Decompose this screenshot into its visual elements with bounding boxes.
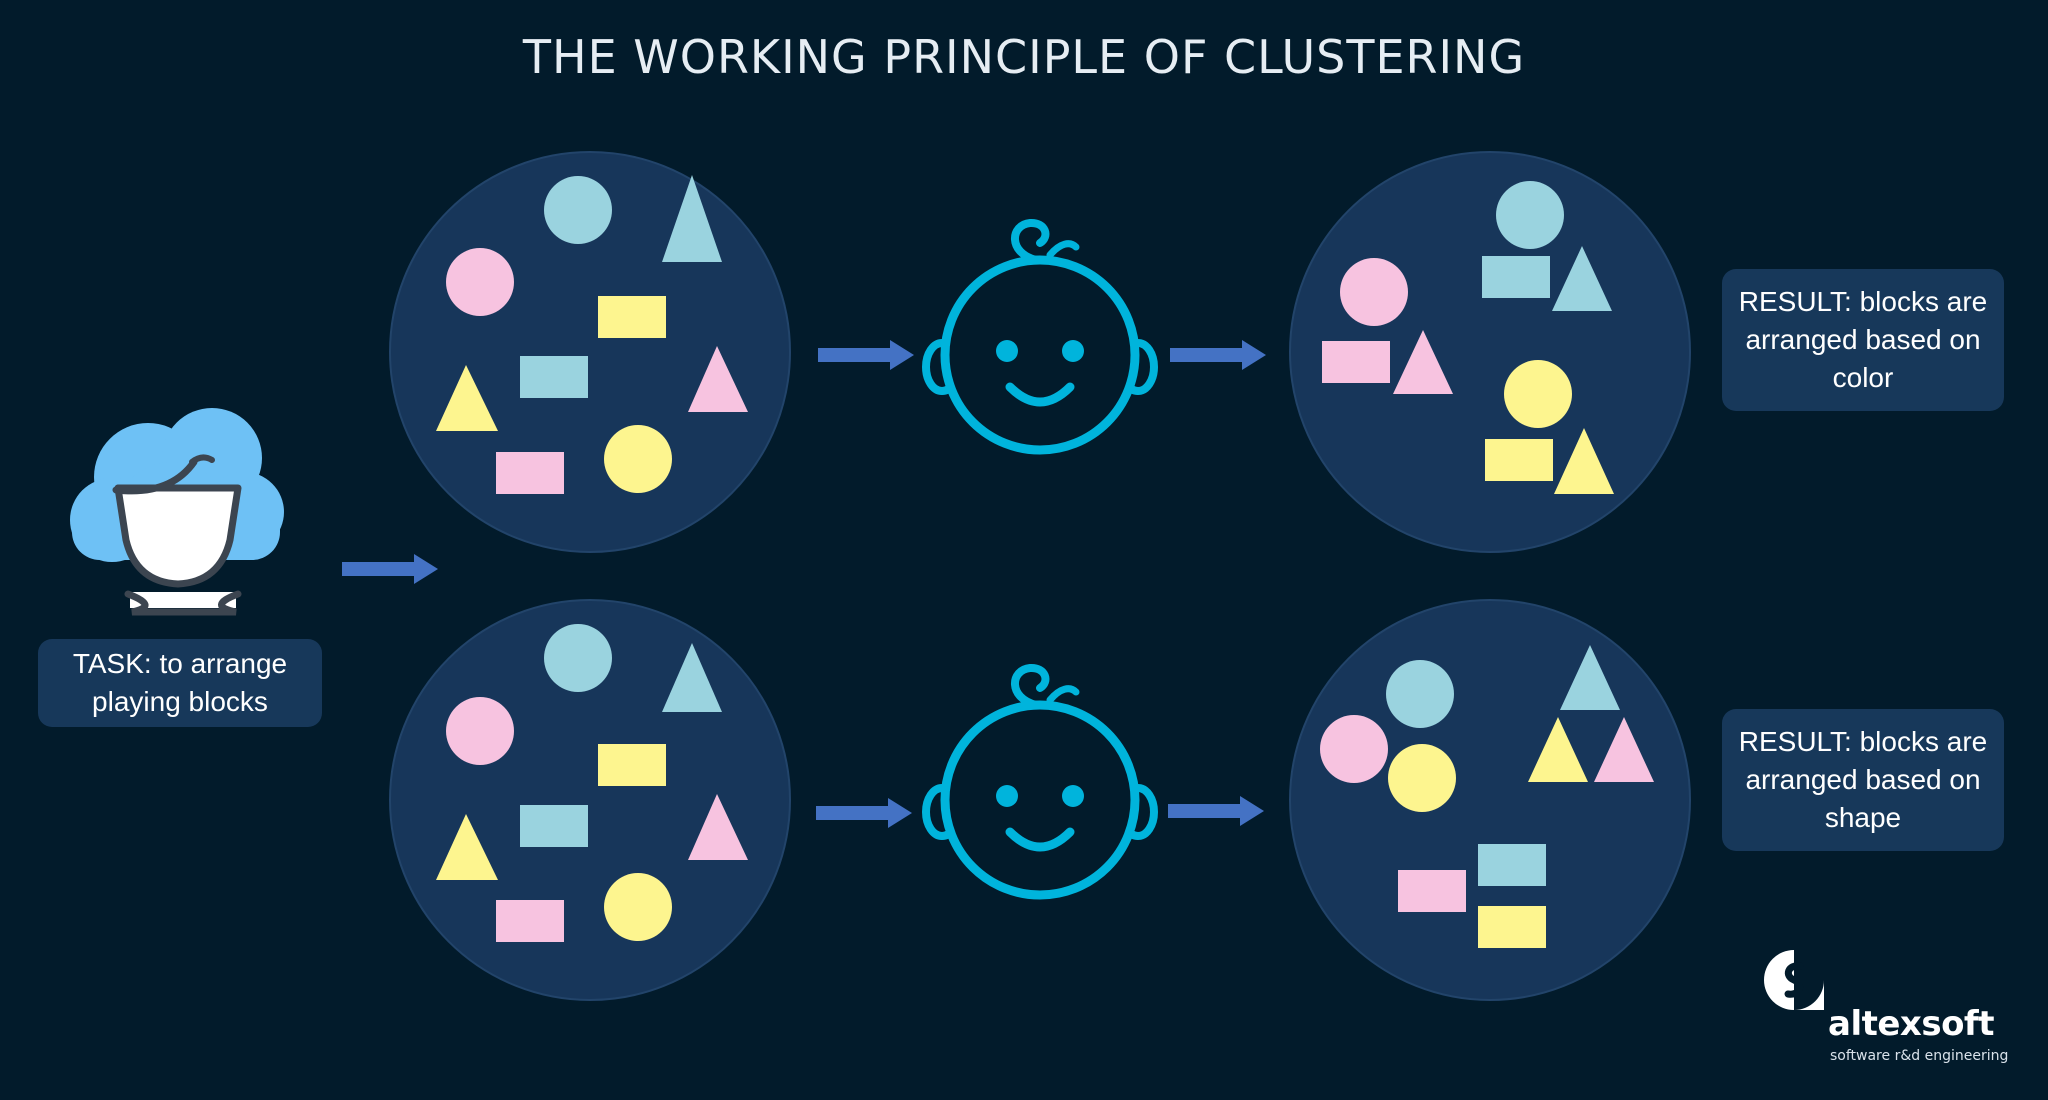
block-rect-pink xyxy=(496,452,564,494)
result-shape-label: RESULT: blocks are arranged based on sha… xyxy=(1722,709,2004,851)
block-triangle-pink xyxy=(1393,330,1453,394)
altexsoft-logo: altexsoft software r&d engineering xyxy=(1756,948,2009,1068)
logo-mark-icon xyxy=(1764,950,1824,1010)
block-rect-yellow xyxy=(1485,439,1553,481)
result-line-1: RESULT: blocks are xyxy=(1738,286,1988,317)
block-triangle-blue xyxy=(1560,645,1620,710)
block-rect-yellow xyxy=(1478,906,1546,948)
block-rect-blue xyxy=(520,356,588,398)
block-rect-yellow xyxy=(598,296,666,338)
block-rect-blue xyxy=(520,805,588,847)
block-circle-yellow xyxy=(604,873,672,941)
block-circle-yellow xyxy=(1504,360,1572,428)
block-rect-pink xyxy=(1398,870,1466,912)
block-circle-pink xyxy=(446,697,514,765)
block-circle-pink xyxy=(1320,715,1388,783)
arrow-icon xyxy=(342,554,438,584)
block-triangle-yellow xyxy=(1554,428,1614,494)
block-circle-blue xyxy=(544,176,612,244)
block-triangle-blue xyxy=(662,175,722,262)
block-triangle-yellow xyxy=(1528,717,1588,782)
block-rect-blue xyxy=(1478,844,1546,886)
task-label: TASK: to arrange playing blocks xyxy=(38,639,322,727)
block-triangle-blue xyxy=(662,643,722,712)
page-title: THE WORKING PRINCIPLE OF CLUSTERING xyxy=(522,30,1526,84)
shape-clusters-circle xyxy=(1289,599,1691,1001)
task-line-1: TASK: to arrange xyxy=(72,648,288,679)
block-circle-blue xyxy=(544,624,612,692)
baby-face-icon xyxy=(926,668,1154,895)
arrow-icon xyxy=(1168,796,1264,826)
block-triangle-pink xyxy=(1594,717,1654,782)
block-rect-yellow xyxy=(598,744,666,786)
block-circle-pink xyxy=(1340,258,1408,326)
block-triangle-blue xyxy=(1552,246,1612,311)
arrow-icon xyxy=(818,340,914,370)
color-clusters-circle xyxy=(1289,151,1691,553)
result-line-2: arranged based on xyxy=(1745,764,1981,795)
task-line-2: playing blocks xyxy=(92,686,268,717)
block-rect-pink xyxy=(496,900,564,942)
result-line-2: arranged based on xyxy=(1745,324,1981,355)
block-circle-pink xyxy=(446,248,514,316)
result-color-label: RESULT: blocks are arranged based on col… xyxy=(1722,269,2004,411)
logo-name: altexsoft xyxy=(1828,1004,1994,1044)
baby-face-icon xyxy=(926,223,1154,450)
block-triangle-pink xyxy=(688,346,748,412)
mixed-blocks-circle xyxy=(389,599,791,1001)
arrow-icon xyxy=(816,798,912,828)
block-triangle-yellow xyxy=(436,814,498,880)
block-circle-yellow xyxy=(604,425,672,493)
block-triangle-yellow xyxy=(436,365,498,431)
result-line-1: RESULT: blocks are xyxy=(1738,726,1988,757)
block-circle-yellow xyxy=(1388,744,1456,812)
result-line-3: shape xyxy=(1824,802,1902,833)
result-line-3: color xyxy=(1832,362,1894,393)
mixed-blocks-circle xyxy=(389,151,791,553)
block-rect-blue xyxy=(1482,256,1550,298)
block-circle-blue xyxy=(1386,660,1454,728)
block-circle-blue xyxy=(1496,181,1564,249)
arrow-icon xyxy=(1170,340,1266,370)
logo-tagline: software r&d engineering xyxy=(1830,1048,2009,1064)
teacher-icon xyxy=(70,408,284,616)
block-triangle-pink xyxy=(688,794,748,860)
block-rect-pink xyxy=(1322,341,1390,383)
